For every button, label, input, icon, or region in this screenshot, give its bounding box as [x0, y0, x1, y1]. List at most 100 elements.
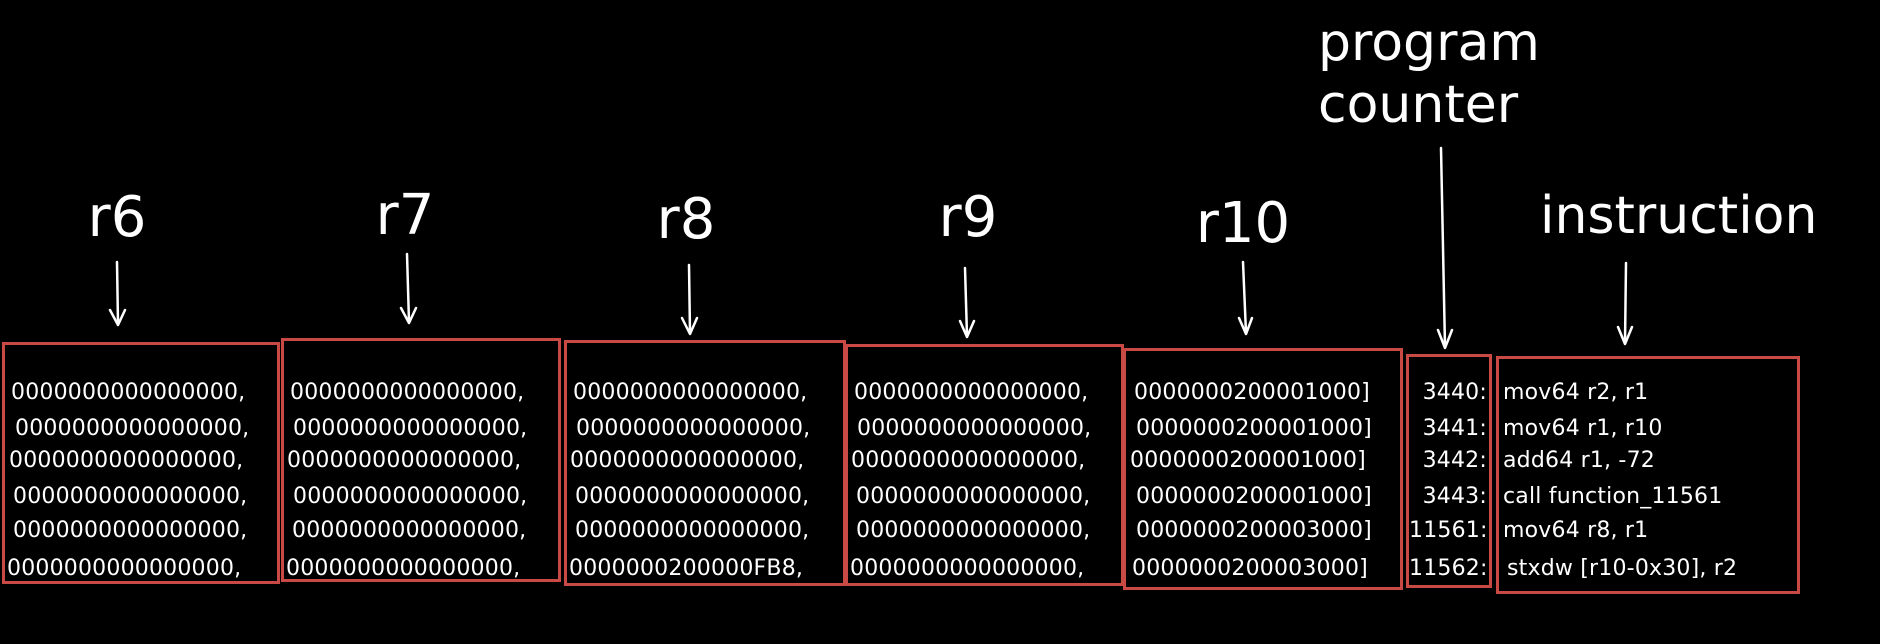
register-value-row: 0000000000000000,: [284, 485, 558, 509]
register-value: 0000000000000000: [575, 484, 803, 509]
register-value-row: 0000000000000000,: [567, 519, 843, 543]
register-value-row: 0000000000000000,: [5, 417, 277, 441]
register-value: 0000000000000000: [290, 380, 518, 405]
register-value-row: 0000000200001000]: [1126, 381, 1400, 405]
program-counter-box: 3440: 3441: 3442: 3443: 11561: 11562:: [1406, 354, 1492, 588]
separator: ,: [234, 556, 242, 581]
register-value-row: 0000000000000000,: [848, 485, 1121, 509]
separator: ,: [517, 380, 525, 405]
program-counter-label: program counter: [1318, 12, 1540, 136]
register-value-row: 0000000000000000,: [567, 449, 843, 473]
separator: ,: [514, 448, 522, 473]
register-value-row: 0000000000000000,: [5, 485, 277, 509]
separator: ,: [803, 416, 811, 441]
register-label-r9: r9: [938, 185, 998, 250]
pc-value: 3443:: [1422, 484, 1487, 509]
register-value: 0000000000000000: [576, 416, 804, 441]
instruction-label: instruction: [1540, 186, 1818, 246]
register-value-row: 0000000000000000,: [848, 449, 1121, 473]
arrow-down-icon-r10: [1237, 260, 1254, 336]
register-value-row: 0000000200001000]: [1126, 485, 1400, 509]
register-value: 0000000000000000: [573, 380, 801, 405]
register-value: 0000000200001000: [1136, 416, 1364, 441]
register-value: 0000000200001000: [1130, 448, 1358, 473]
register-value-row: 0000000000000000,: [284, 557, 558, 581]
separator: ,: [1084, 416, 1092, 441]
separator: ,: [1081, 380, 1089, 405]
register-value: 0000000000000000: [856, 518, 1084, 543]
register-value: 0000000000000000: [13, 518, 241, 543]
register-value: 0000000000000000: [851, 448, 1079, 473]
register-value: 0000000000000000: [575, 518, 803, 543]
register-box-r6: 0000000000000000, 0000000000000000, 0000…: [2, 342, 280, 584]
register-value: 0000000000000000: [286, 556, 514, 581]
register-value-row: 0000000000000000,: [848, 417, 1121, 441]
separator: ,: [800, 380, 808, 405]
separator: ,: [238, 380, 246, 405]
register-box-r9: 0000000000000000, 0000000000000000, 0000…: [845, 344, 1124, 586]
separator: ,: [519, 518, 527, 543]
separator: ,: [240, 518, 248, 543]
separator: ,: [802, 518, 810, 543]
arrow-down-icon-r6: [108, 260, 127, 327]
separator: ,: [520, 416, 528, 441]
register-value: 0000000000000000: [292, 518, 520, 543]
separator: ,: [513, 556, 521, 581]
register-label-r10: r10: [1195, 191, 1291, 256]
register-value: 0000000000000000: [15, 416, 243, 441]
register-value: 0000000000000000: [293, 484, 521, 509]
register-value: 0000000000000000: [570, 448, 798, 473]
register-value-row: 0000000200003000]: [1126, 519, 1400, 543]
separator: ,: [520, 484, 528, 509]
instruction-text: add64 r1, -72: [1503, 448, 1655, 473]
register-value-row: 0000000000000000,: [284, 381, 558, 405]
pc-value: 3440:: [1422, 380, 1487, 405]
register-value: 0000000200001000: [1134, 380, 1362, 405]
register-value-row: 0000000000000000,: [5, 557, 277, 581]
register-value: 0000000000000000: [287, 448, 515, 473]
separator: ,: [1083, 518, 1091, 543]
separator: ,: [802, 484, 810, 509]
register-value-row: 0000000000000000,: [284, 449, 558, 473]
register-value: 0000000000000000: [7, 556, 235, 581]
register-value-row: 0000000000000000,: [284, 519, 558, 543]
register-value: 0000000200003000: [1132, 556, 1360, 581]
arrow-down-icon-r7: [399, 252, 418, 325]
register-value: 0000000000000000: [13, 484, 241, 509]
separator: ,: [1078, 448, 1086, 473]
register-value-row: 0000000000000000,: [5, 519, 277, 543]
separator: ]: [1359, 556, 1368, 581]
register-value-row: 0000000200003000]: [1126, 557, 1400, 581]
register-value: 0000000200003000: [1136, 518, 1364, 543]
instruction-text: mov64 r2, r1: [1503, 380, 1649, 405]
register-value-row: 0000000000000000,: [5, 449, 277, 473]
separator: ,: [797, 448, 805, 473]
separator: ,: [242, 416, 250, 441]
separator: ]: [1363, 416, 1372, 441]
separator: ,: [1077, 556, 1085, 581]
register-value-row: 0000000200001000]: [1126, 449, 1400, 473]
pc-value: 3441:: [1422, 416, 1487, 441]
register-value-row: 0000000200000FB8,: [567, 557, 843, 581]
register-value-row: 0000000000000000,: [848, 381, 1121, 405]
register-value: 0000000200001000: [1136, 484, 1364, 509]
instruction-text: call function_11561: [1503, 484, 1723, 509]
arrow-down-icon-r9: [958, 266, 976, 339]
register-value: 0000000000000000: [11, 380, 239, 405]
pc-value: 11561:: [1409, 518, 1488, 543]
register-value-row: 0000000000000000,: [5, 381, 277, 405]
separator: ,: [1083, 484, 1091, 509]
register-box-r10: 0000000200001000] 0000000200001000] 0000…: [1123, 348, 1403, 590]
register-box-r7: 0000000000000000, 0000000000000000, 0000…: [281, 338, 561, 582]
program-counter-label-line2: counter: [1318, 75, 1519, 135]
register-value-row: 0000000200001000]: [1126, 417, 1400, 441]
register-value-row: 0000000000000000,: [567, 381, 843, 405]
arrow-down-icon-r8: [680, 263, 699, 336]
register-box-r8: 0000000000000000, 0000000000000000, 0000…: [564, 340, 846, 586]
separator: ,: [236, 448, 244, 473]
program-counter-label-line1: program: [1318, 13, 1540, 73]
separator: ,: [795, 556, 804, 581]
instruction-text: stxdw [r10-0x30], r2: [1507, 556, 1738, 581]
instruction-text: mov64 r1, r10: [1503, 416, 1663, 441]
